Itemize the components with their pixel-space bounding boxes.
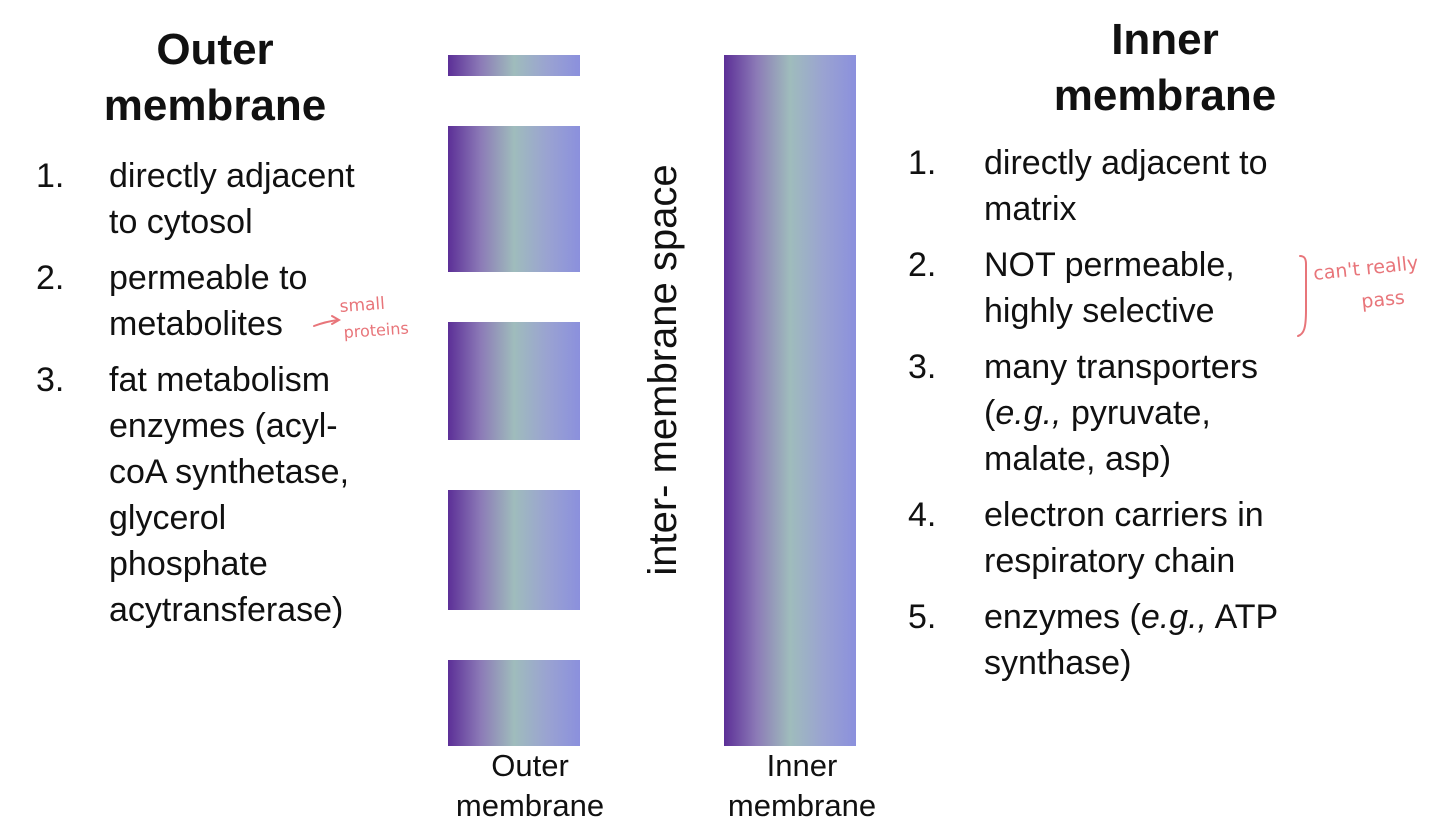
eg-emphasis: e.g.,	[995, 394, 1062, 432]
item-text: many transporters(e.g., pyruvate,malate,…	[984, 348, 1258, 478]
list-item: 3. many transporters(e.g., pyruvate,mala…	[908, 344, 1348, 482]
outer-membrane-segment	[448, 55, 580, 76]
svg-text:small: small	[339, 294, 386, 317]
inner-title-line1: Inner	[1111, 15, 1219, 64]
item-number: 2.	[36, 259, 65, 297]
item-number: 5.	[908, 598, 937, 636]
svg-text:can't really: can't really	[1312, 252, 1419, 285]
outer-title-line1: Outer	[156, 25, 274, 74]
outer-membrane-segment	[448, 490, 580, 610]
inner-membrane-strip	[724, 55, 856, 746]
svg-text:pass: pass	[1360, 287, 1406, 313]
inner-membrane-title: Inner membrane	[1010, 12, 1320, 124]
outer-membrane-label: Outer membrane	[455, 748, 605, 823]
item-text: NOT permeable,highly selective	[984, 246, 1235, 330]
outer-membrane-title: Outer membrane	[60, 22, 370, 134]
eg-emphasis: e.g.,	[1140, 598, 1207, 636]
small-proteins-annotation: small proteins	[313, 294, 409, 342]
outer-membrane-segment	[448, 322, 580, 440]
outer-membrane-segment	[448, 126, 580, 272]
item-number: 2.	[908, 246, 937, 284]
inner-membrane-label: Inner membrane	[727, 748, 877, 823]
svg-text:proteins: proteins	[343, 318, 409, 342]
inner-title-line2: membrane	[1053, 71, 1277, 120]
item-number: 3.	[908, 348, 937, 386]
item-number: 3.	[36, 361, 65, 399]
outer-title-line2: membrane	[103, 81, 327, 130]
cant-really-pass-annotation: can't really pass	[1297, 252, 1419, 337]
item-number: 4.	[908, 496, 937, 534]
list-item: 2. NOT permeable,highly selective	[908, 242, 1348, 334]
item-number: 1.	[908, 144, 937, 182]
outer-membrane-segment	[448, 660, 580, 746]
item-number: 1.	[36, 157, 65, 195]
